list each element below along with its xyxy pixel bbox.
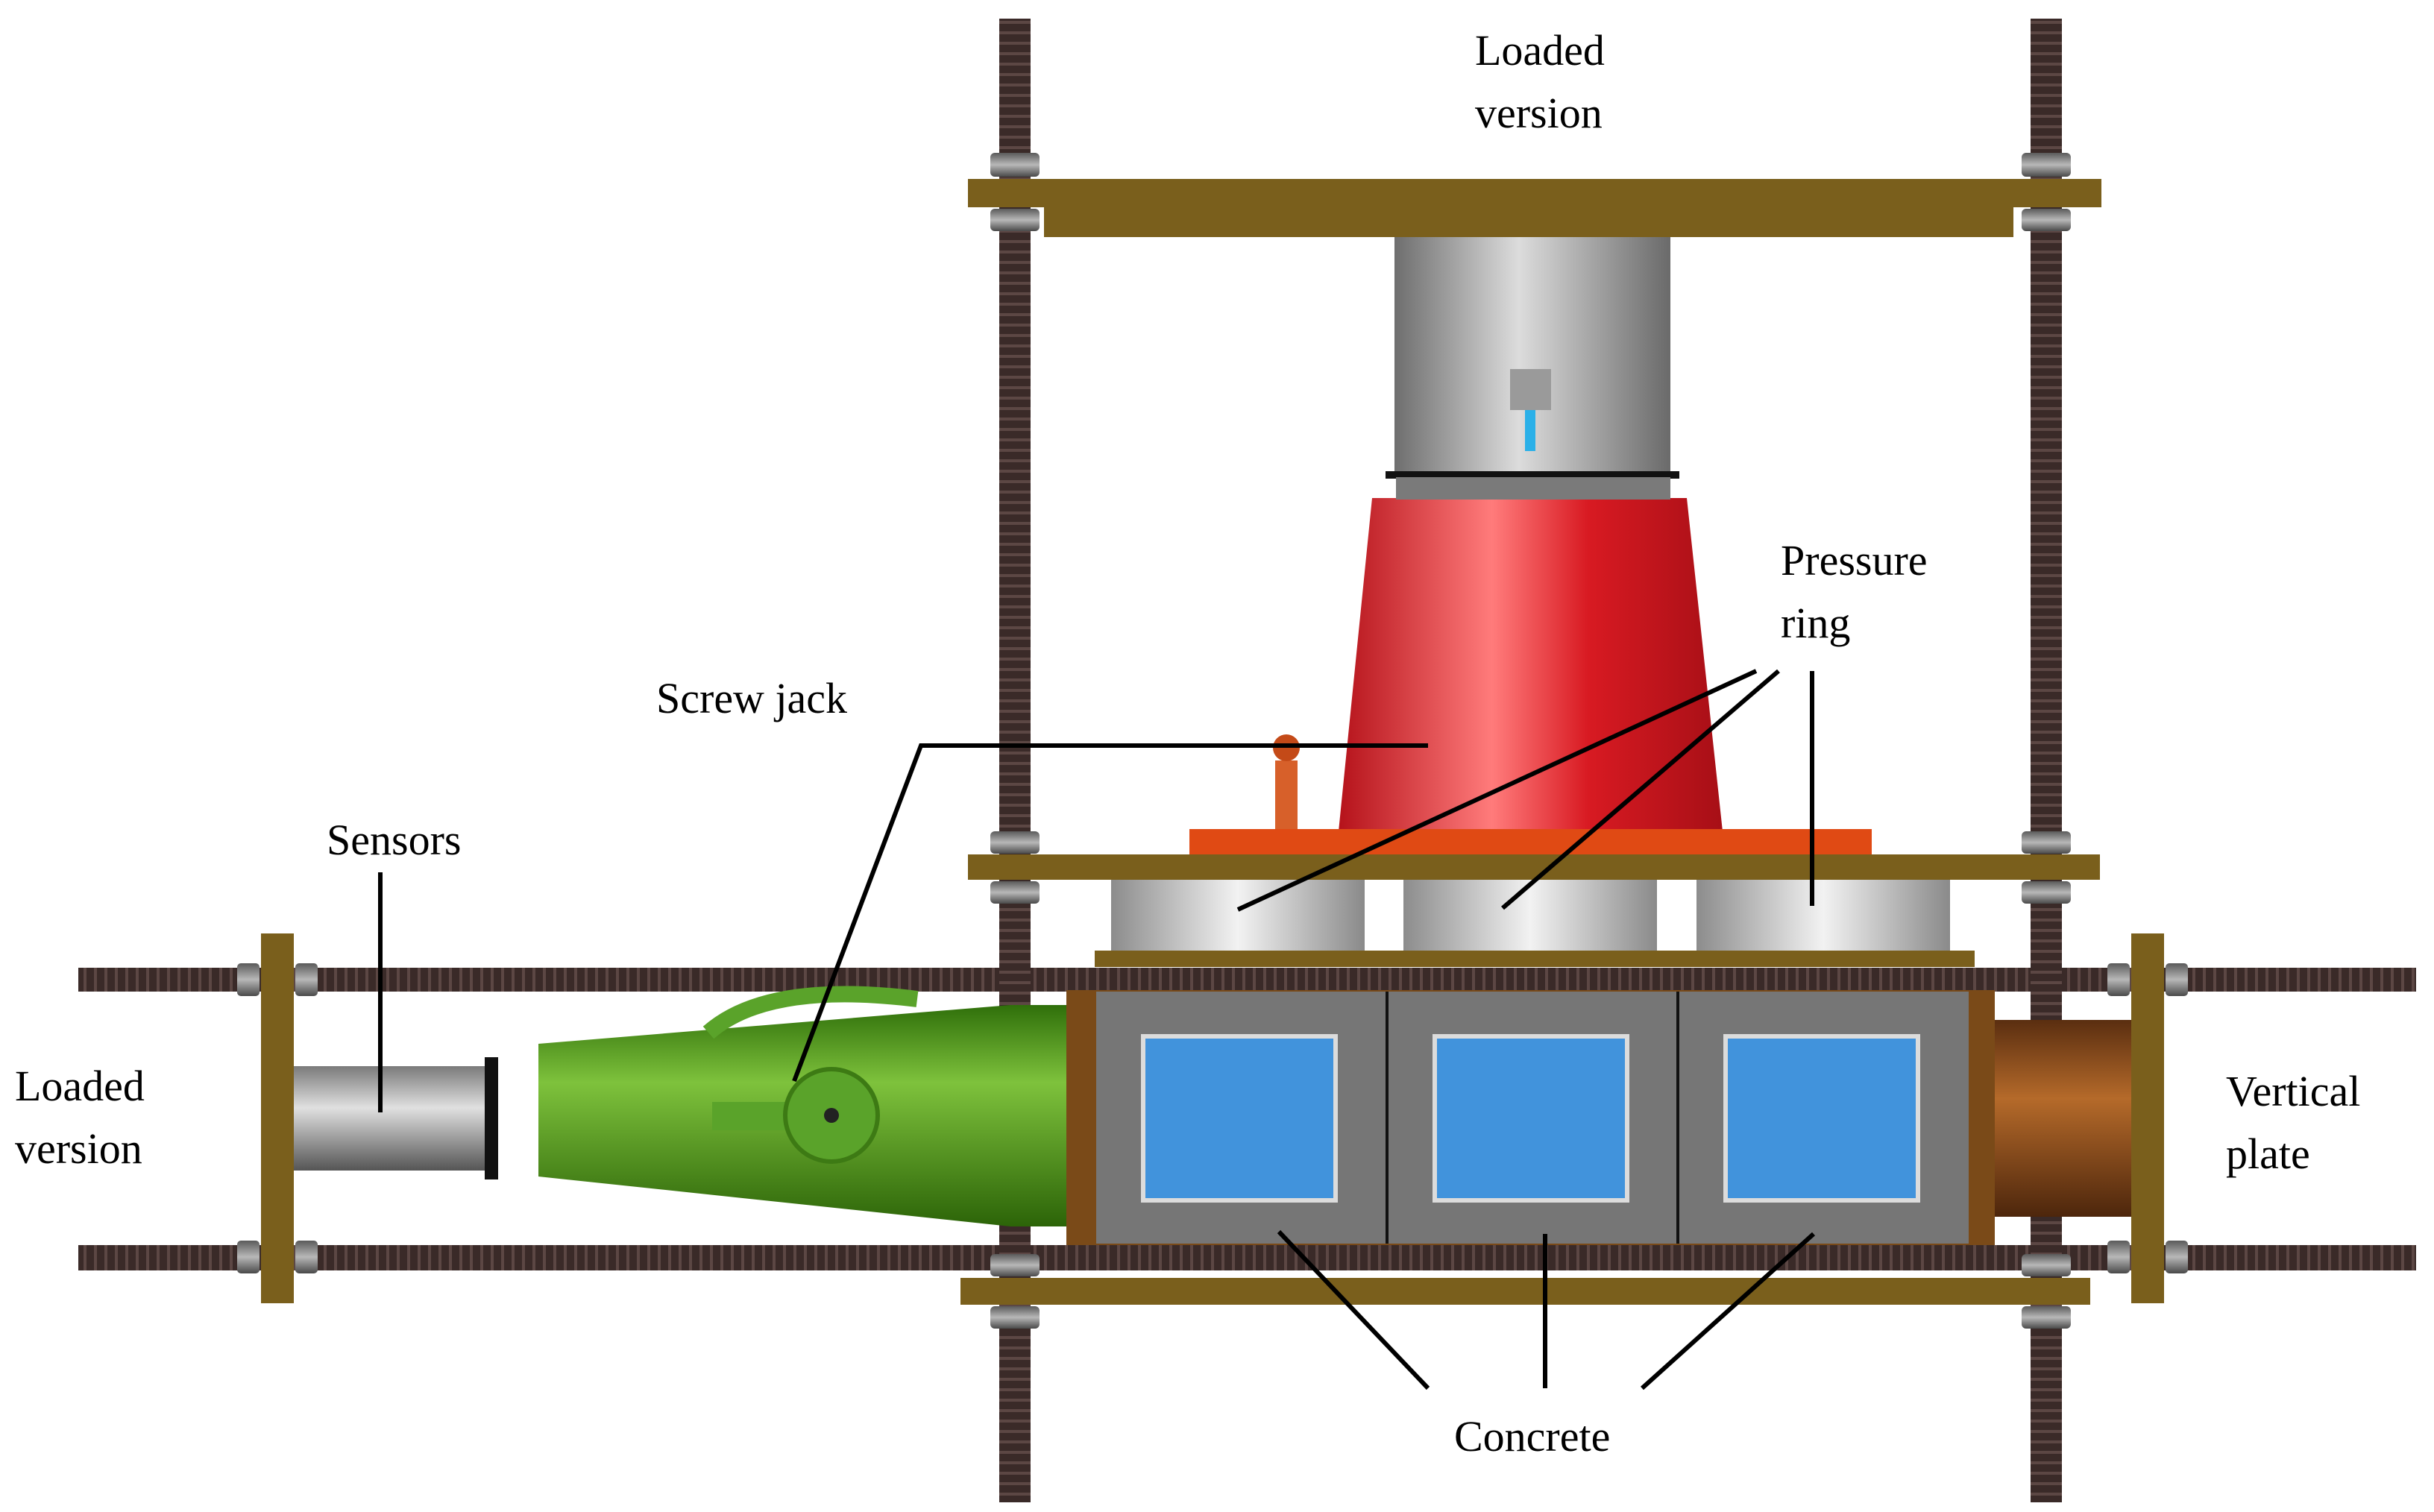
top-plate-lower	[1044, 207, 2013, 237]
leader-screw-jack	[792, 743, 1428, 1083]
load-column-sensor	[1510, 369, 1551, 410]
label-concrete: Concrete	[1454, 1412, 1611, 1461]
middle-plate	[968, 854, 2100, 880]
label-loaded-version-top-line1: Loaded	[1475, 26, 1605, 75]
hydraulic-jack-red	[1339, 498, 1723, 831]
pressure-ring-2	[1403, 880, 1657, 951]
concrete-window-3	[1723, 1034, 1920, 1203]
screw-jack-handle	[702, 986, 919, 1039]
label-loaded-version-left: Loaded version	[15, 1055, 145, 1180]
load-column-sensor-tip	[1525, 410, 1535, 451]
label-vertical-plate-line1: Vertical	[2226, 1067, 2361, 1115]
label-pressure-ring-line2: ring	[1781, 599, 1851, 647]
screw-jack-hub-hole	[824, 1108, 839, 1123]
top-plate	[968, 179, 2101, 207]
label-vertical-plate-line2: plate	[2226, 1130, 2310, 1178]
copper-cylinder	[1995, 1020, 2148, 1217]
leader-pressure-ring-2	[1501, 669, 1780, 910]
concrete-window-2	[1433, 1034, 1629, 1203]
label-loaded-version-left-line2: version	[15, 1124, 142, 1173]
label-loaded-version-top: Loaded version	[1475, 19, 1605, 145]
pressure-ring-3	[1696, 880, 1950, 951]
rod-horizontal-top	[78, 968, 2416, 992]
bottom-plate	[960, 1278, 2090, 1305]
ring-support-plate	[1095, 951, 1975, 967]
rod-nuts	[237, 153, 2188, 1329]
pressure-ring-1	[1111, 880, 1365, 951]
leader-concrete-1	[1277, 1229, 1430, 1390]
label-pressure-ring: Pressure ring	[1781, 529, 1928, 655]
jack-base-plate	[1189, 829, 1872, 854]
label-screw-jack: Screw jack	[656, 674, 848, 722]
label-loaded-version-top-line2: version	[1475, 89, 1603, 137]
concrete-window-1	[1141, 1034, 1338, 1203]
leader-pressure-ring-1	[1236, 669, 1758, 912]
leader-concrete-3	[1640, 1232, 1816, 1390]
left-end-plate	[261, 933, 294, 1303]
sensor-cylinder	[294, 1066, 489, 1171]
valve-stem	[1275, 760, 1298, 831]
leader-lines	[378, 669, 1816, 1390]
load-column-collar	[1386, 471, 1679, 479]
jack-neck	[1396, 477, 1670, 500]
sensor-collar	[485, 1057, 498, 1179]
label-pressure-ring-line1: Pressure	[1781, 536, 1928, 585]
label-loaded-version-left-line1: Loaded	[15, 1062, 145, 1110]
label-sensors: Sensors	[327, 816, 462, 864]
right-end-plate	[2131, 933, 2164, 1303]
label-vertical-plate: Vertical plate	[2226, 1060, 2360, 1185]
